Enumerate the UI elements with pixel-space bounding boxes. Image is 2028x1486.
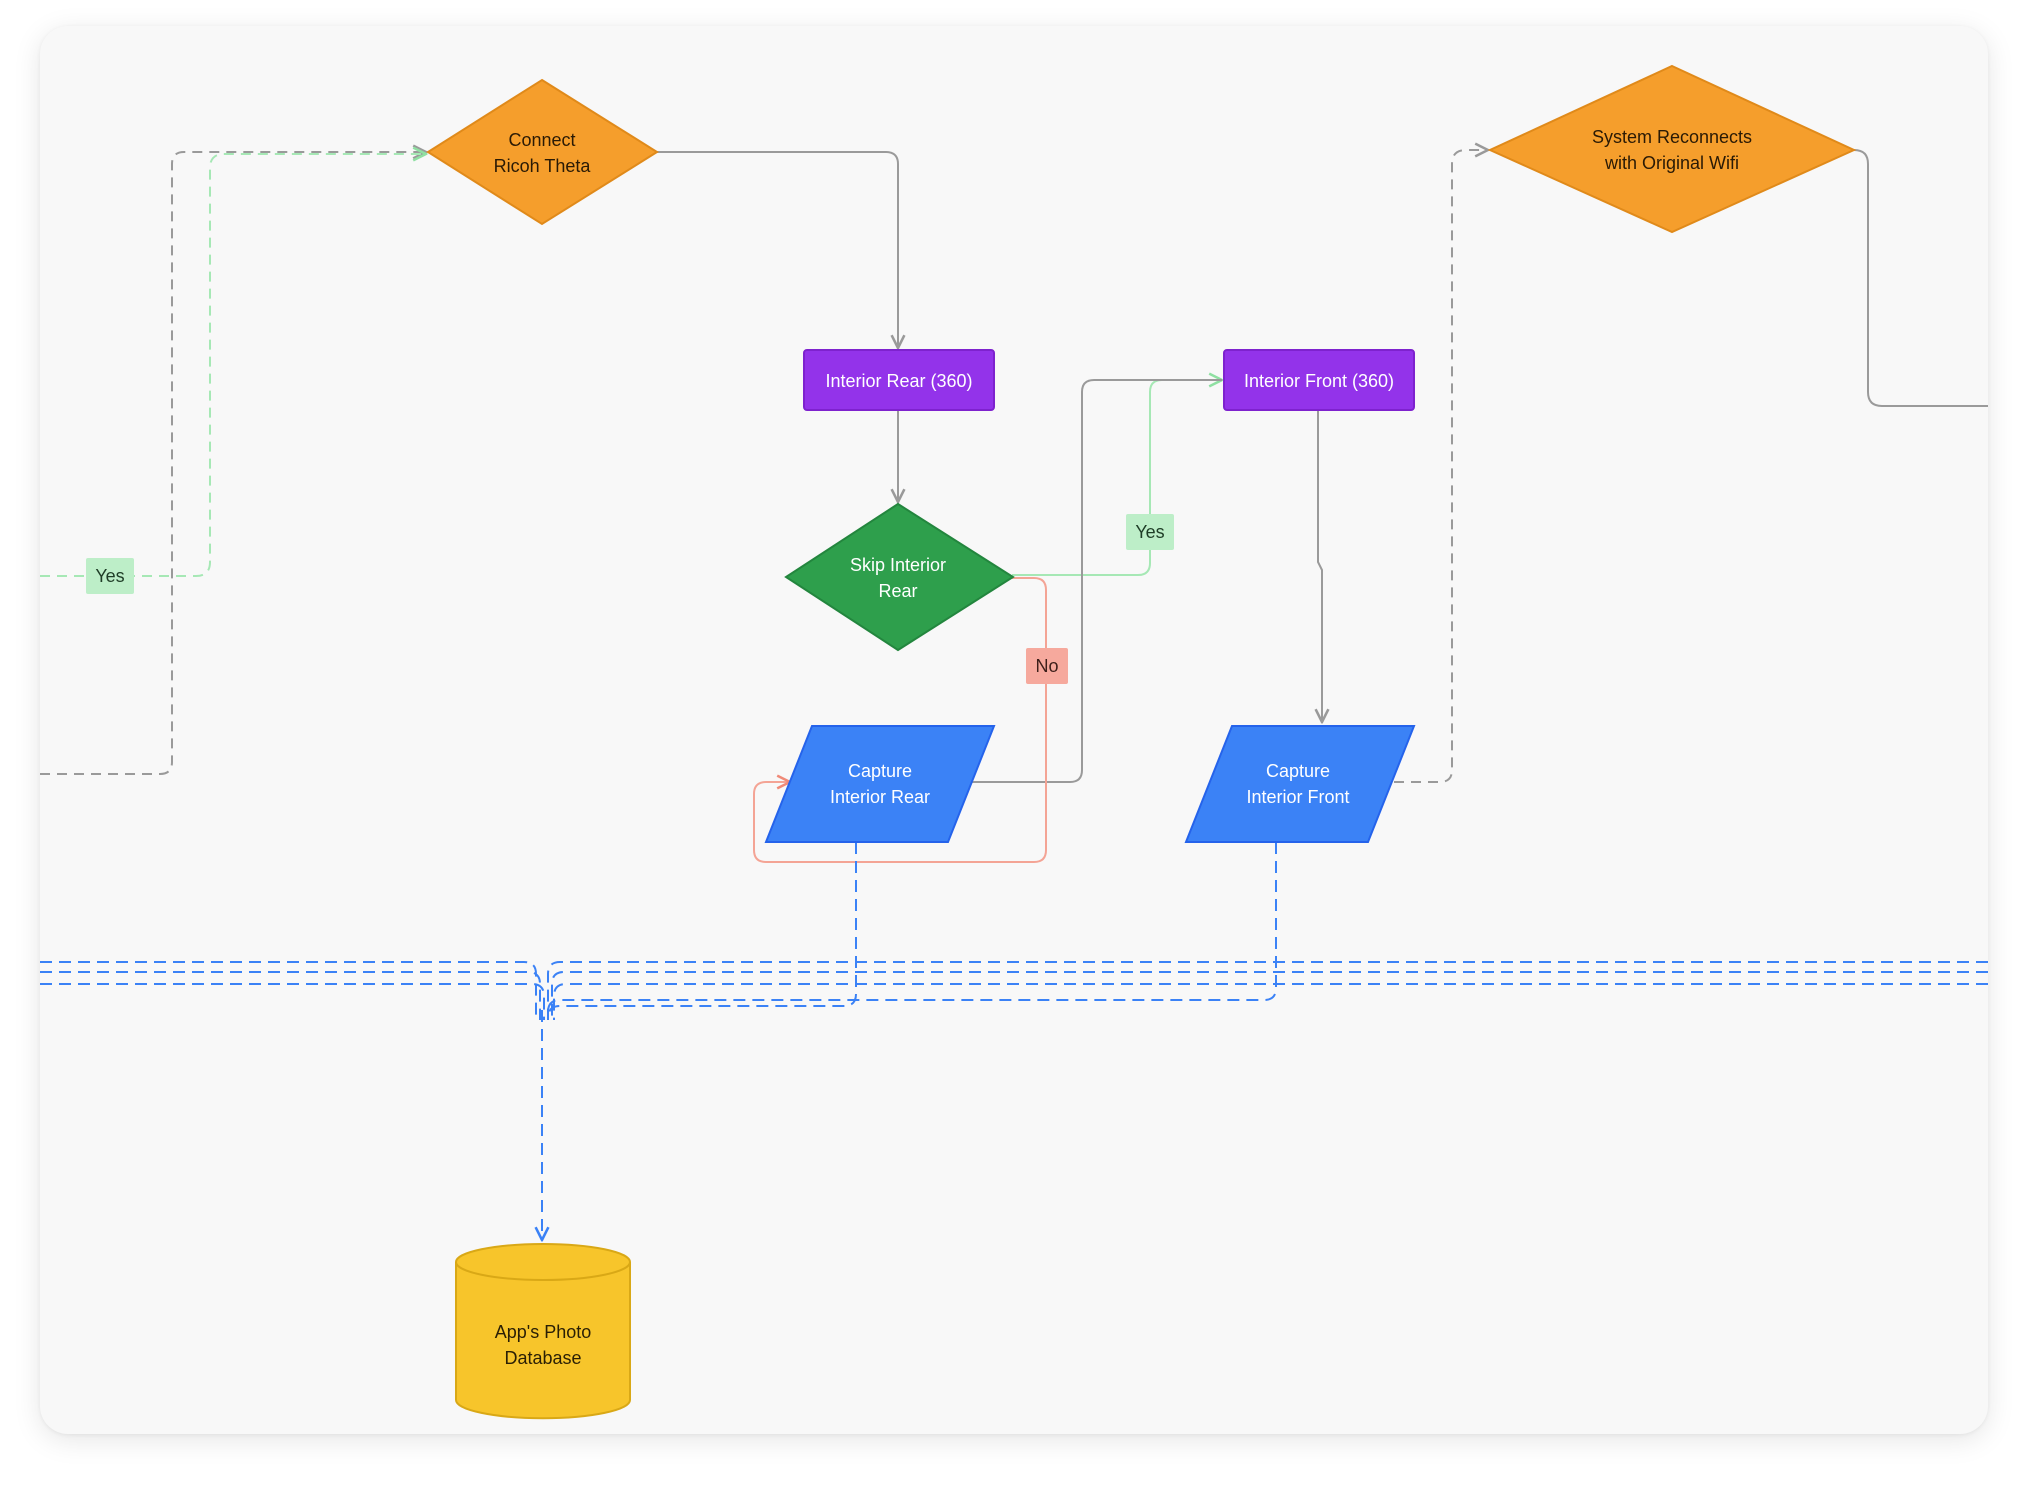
connector-yes-left[interactable] (40, 154, 426, 577)
node-capture-rear-line2: Interior Rear (830, 787, 930, 807)
node-connect-line1: Connect (508, 130, 575, 150)
edge-label-yes-left-text: Yes (95, 566, 124, 586)
node-interior-rear[interactable]: Interior Rear (360) (803, 349, 995, 411)
connector-connect-to-interior-rear (657, 151, 898, 348)
edge-label-yes-skip: Yes (1126, 514, 1174, 550)
diagram-canvas (40, 26, 1988, 1434)
node-capture-rear-line1: Capture (848, 761, 912, 781)
data-flow-left-2 (40, 971, 541, 1020)
node-interior-front-label: Interior Front (360) (1244, 371, 1394, 391)
edge-label-no-skip: No (1026, 648, 1068, 684)
node-capture-front-line2: Interior Front (1246, 787, 1349, 807)
connector-skip-yes[interactable] (1012, 380, 1222, 576)
node-capture-interior-front[interactable]: Capture Interior Front (1184, 725, 1416, 843)
data-flow-left-1 (40, 961, 537, 1020)
node-database-line2: Database (504, 1348, 581, 1368)
data-flow-capture-rear (547, 842, 857, 1019)
node-capture-front-line1: Capture (1266, 761, 1330, 781)
node-connect-ricoh-theta[interactable]: Connect Ricoh Theta (426, 78, 659, 226)
edge-label-yes-skip-text: Yes (1135, 522, 1164, 542)
node-interior-front[interactable]: Interior Front (360) (1223, 349, 1415, 411)
edge-label-no-skip-text: No (1035, 656, 1058, 676)
node-capture-interior-rear[interactable]: Capture Interior Rear (764, 725, 996, 843)
node-database-line1: App's Photo (495, 1322, 592, 1342)
node-photo-database[interactable]: App's Photo Database (455, 1243, 631, 1420)
connector-capture-front-to-reconnect (1394, 150, 1488, 783)
data-flow-lines (40, 842, 1988, 1240)
data-flow-right-2 (551, 971, 1988, 1020)
data-flow-right-3 (553, 983, 1988, 1020)
node-skip-line1: Skip Interior (850, 555, 946, 575)
connector-capture-rear-to-interior-front (970, 379, 1222, 783)
node-system-reconnects[interactable]: System Reconnects with Original Wifi (1487, 64, 1857, 234)
connector-dashed-left-loop (40, 152, 426, 775)
connector-reconnect-exit (1853, 149, 1988, 407)
node-connect-line2: Ricoh Theta (494, 156, 592, 176)
data-flow-left-3 (40, 983, 545, 1020)
connector-skip-no[interactable] (753, 577, 1047, 863)
connectors (40, 149, 1988, 863)
node-reconnect-line1: System Reconnects (1592, 127, 1752, 147)
data-flow-right-1 (547, 961, 1988, 1020)
data-flow-capture-front (547, 842, 1277, 1013)
node-interior-rear-label: Interior Rear (360) (825, 371, 972, 391)
edge-label-yes-left: Yes (86, 558, 134, 594)
connector-interior-front-to-capture-front (1318, 410, 1322, 722)
node-skip-line2: Rear (878, 581, 917, 601)
node-reconnect-line2: with Original Wifi (1604, 153, 1739, 173)
node-skip-interior-rear[interactable]: Skip Interior Rear (784, 502, 1015, 652)
